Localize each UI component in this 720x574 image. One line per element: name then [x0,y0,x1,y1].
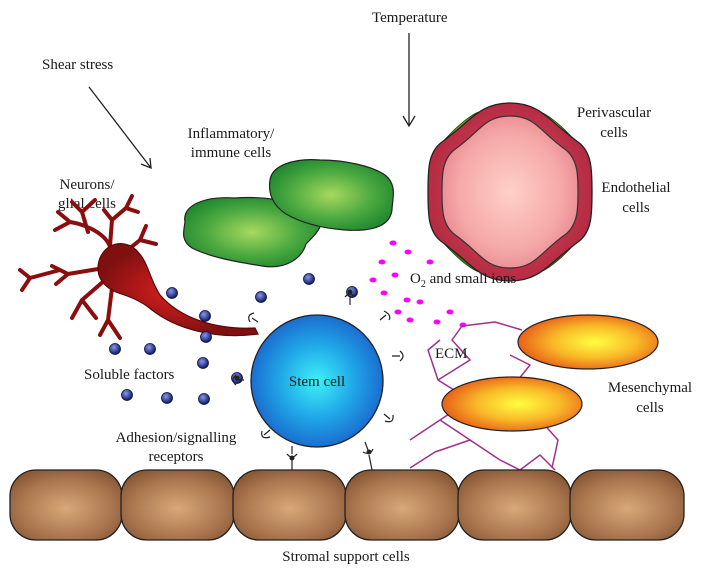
blood-vessel [427,102,593,282]
stromal-cell [344,469,460,541]
stem-cell-label: Stem cell [289,374,345,390]
temperature-label: Temperature [372,10,448,26]
stromal-support-label: Stromal support cells [282,549,410,565]
perivascular-label-line2: cells [600,125,628,141]
stem-cell [232,289,404,474]
stromal-cell [569,469,685,541]
o2-small-ions-label: O2 and small ions [410,271,516,290]
adhesion-label-line1: Adhesion/signalling [116,430,237,446]
stromal-cell [457,469,572,541]
immune-cell [268,159,394,231]
mesenchymal-cell [441,376,583,432]
mesenchymal-label-line1: Mesenchymal [608,380,692,396]
neuron-glial-cell [18,194,259,340]
bound-receptor-ligands [234,289,372,461]
temperature-arrow [402,33,416,128]
neurons-label-line2: glial cells [58,196,116,212]
ecm-label: ECM [435,346,468,362]
soluble-factors-label: Soluble factors [84,367,175,383]
inflammatory-immune-cells [183,159,394,268]
stromal-cell [120,469,235,541]
o2-small-ions-dots [369,240,467,328]
neurons-label-line1: Neurons/ [60,177,116,193]
shear-stress-arrow [88,86,152,170]
inflammatory-label-line1: Inflammatory/ [188,126,275,142]
mesenchymal-label-line2: cells [636,400,664,416]
adhesion-label-line2: receptors [149,449,204,465]
inflammatory-label-line2: immune cells [191,145,272,161]
endothelial-label-line2: cells [622,200,650,216]
mesenchymal-cells [441,314,659,432]
vessel-lumen [441,115,579,269]
adhesion-receptor-icons [232,293,404,458]
stromal-cell [9,469,123,541]
mesenchymal-cell [517,314,659,370]
stromal-cell [232,469,347,541]
perivascular-label-line1: Perivascular [577,105,651,121]
soluble-factors [109,273,358,405]
endothelial-label-line1: Endothelial [601,180,670,196]
stromal-support-cells [9,469,685,541]
shear-stress-label: Shear stress [42,57,113,73]
